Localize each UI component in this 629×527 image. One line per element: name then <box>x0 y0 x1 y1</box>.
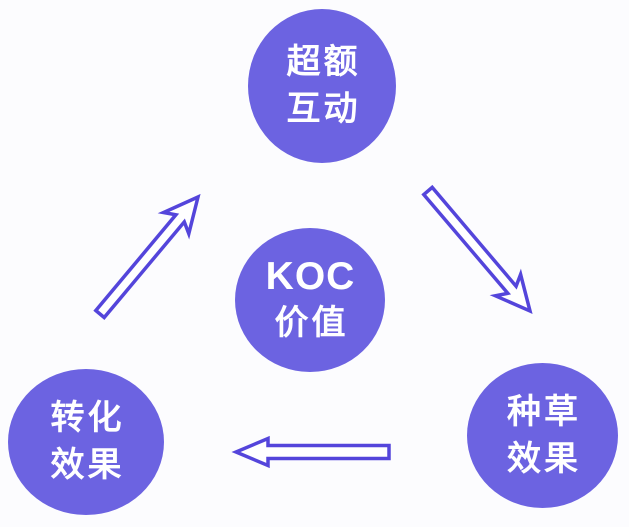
arrow-top-to-bottom-right-icon <box>421 184 533 315</box>
node-koc-value: KOC 价值 <box>235 228 385 372</box>
arrow-bottom-left-to-top-icon <box>93 193 201 320</box>
node-label-line: 超额 <box>286 43 361 81</box>
node-label-line: 效果 <box>50 446 125 484</box>
node-label-line: 效果 <box>507 439 581 478</box>
node-excess-interaction: 超额 互动 <box>248 9 396 163</box>
node-label-line: 互动 <box>286 90 361 128</box>
node-label-line: 价值 <box>274 304 349 342</box>
arrow-bottom-right-to-bottom-left-icon <box>231 435 391 469</box>
node-label-line: 种草 <box>507 392 581 431</box>
node-seeding-effect: 种草 效果 <box>467 363 618 508</box>
node-conversion-effect: 转化 效果 <box>8 369 164 515</box>
node-label-line: 转化 <box>50 399 125 437</box>
node-label-line: KOC <box>265 255 356 298</box>
